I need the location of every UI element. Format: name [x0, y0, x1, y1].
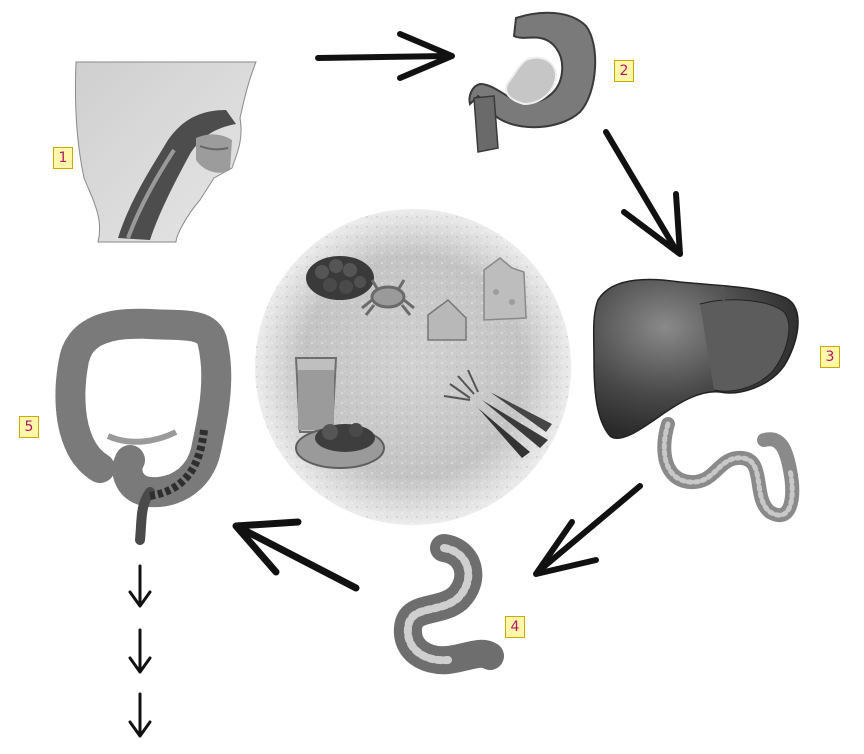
stage-label-2: 2 — [614, 60, 634, 82]
stage-label-4: 4 — [505, 616, 525, 638]
arrow-4-to-5 — [236, 522, 356, 588]
food-plate-illustration — [255, 209, 571, 525]
liver-illustration — [594, 279, 798, 515]
excretion-arrows — [130, 566, 150, 736]
large-intestine-illustration — [70, 324, 216, 540]
arrow-1-to-2 — [318, 34, 452, 78]
stage-label-1: 1 — [53, 147, 73, 169]
arrow-2-to-3 — [606, 132, 680, 254]
mouth-esophagus-illustration — [75, 62, 256, 242]
glass-icon — [296, 358, 336, 432]
grapes-icon — [306, 256, 374, 300]
arrow-3-to-4 — [536, 486, 640, 574]
stomach-illustration — [469, 13, 595, 152]
small-intestine-illustration — [408, 548, 490, 660]
stage-label-5: 5 — [19, 416, 39, 438]
stage-label-3: 3 — [820, 346, 840, 368]
